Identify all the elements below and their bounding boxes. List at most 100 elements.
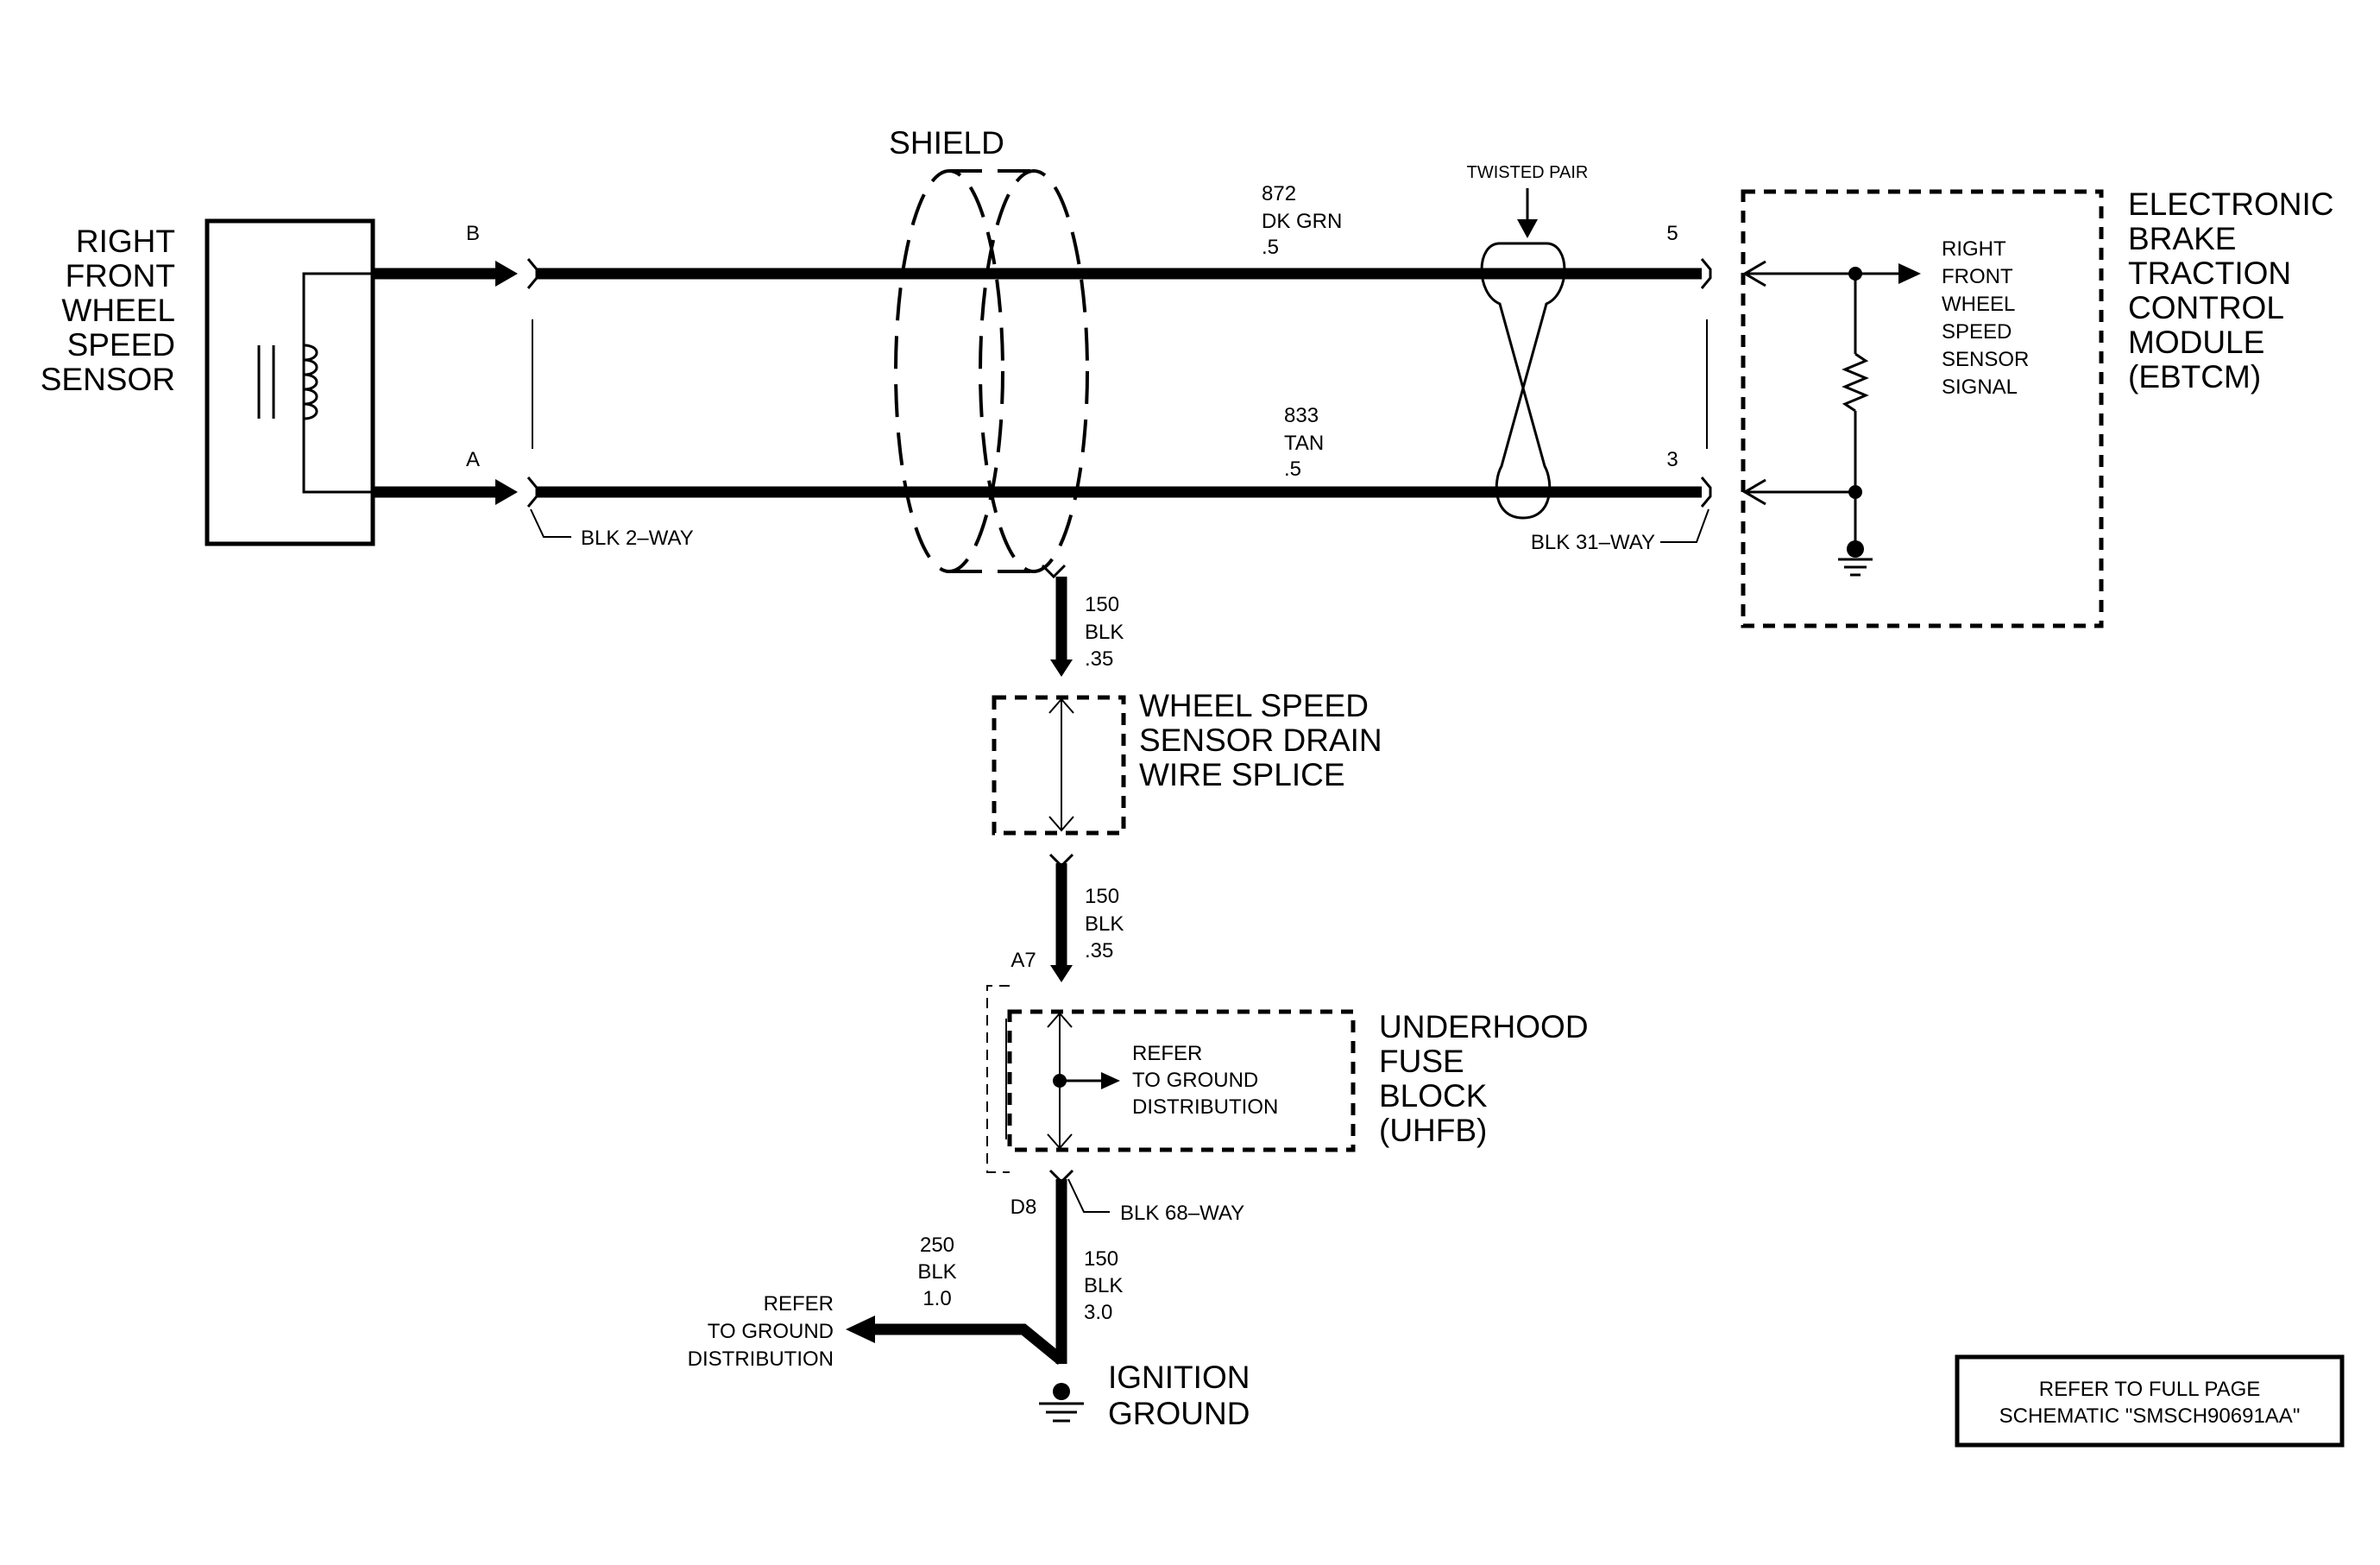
- pin-3-label: 3: [1666, 448, 1678, 471]
- svg-text:BLK: BLK: [1085, 912, 1124, 936]
- ebtcm-label-5: MODULE: [2128, 325, 2264, 360]
- splice-box: [992, 695, 1126, 836]
- pin-5-label: 5: [1666, 222, 1678, 245]
- svg-text:150: 150: [1085, 885, 1119, 908]
- sensor-internal-wiring: [302, 272, 373, 494]
- shield-right-ellipse: [979, 169, 1089, 573]
- svg-text:REFER: REFER: [1132, 1042, 1202, 1065]
- drain-wire-splice: WHEEL SPEED SENSOR DRAIN WIRE SPLICE: [992, 688, 1382, 836]
- svg-text:SENSOR: SENSOR: [1942, 348, 2029, 371]
- branch-arrow-icon: [846, 1316, 875, 1343]
- drain-wire-1: 150 BLK .35: [1041, 564, 1124, 677]
- drain-wire-2: 150 BLK .35: [1048, 853, 1124, 982]
- drain-wire-1-arrow-icon: [1050, 659, 1073, 677]
- main-harness: [537, 268, 1702, 498]
- ground-wire: BLK 68–WAY 150 BLK 3.0: [1048, 1169, 1244, 1364]
- svg-text:872: 872: [1262, 182, 1296, 205]
- uhfb-arrow-down-icon: [1047, 1133, 1073, 1150]
- connector-module-label: BLK 31–WAY: [1531, 531, 1655, 554]
- twisted-pair-icon: [1480, 242, 1566, 520]
- splice-arrow-down-icon: [1048, 816, 1074, 832]
- ground-node: [1053, 1383, 1070, 1400]
- pin-b-label: B: [466, 222, 480, 245]
- shield-label: SHIELD: [889, 125, 1004, 161]
- ebtcm-label-2: BRAKE: [2128, 221, 2236, 256]
- svg-text:BLK: BLK: [917, 1260, 956, 1284]
- resistor-icon: [1842, 352, 1869, 413]
- ground-label-2: GROUND: [1108, 1396, 1250, 1431]
- svg-text:RIGHT: RIGHT: [1942, 237, 2006, 261]
- svg-text:FRONT: FRONT: [1942, 265, 2013, 288]
- sensor-label-1: RIGHT: [76, 224, 175, 259]
- full-page-schematic-note: REFER TO FULL PAGE SCHEMATIC "SMSCH90691…: [1955, 1354, 2345, 1448]
- uhfb-arrow-up-icon: [1047, 1012, 1073, 1028]
- uhfb-label-3: BLOCK: [1379, 1078, 1488, 1114]
- svg-text:TO GROUND: TO GROUND: [1132, 1069, 1258, 1092]
- ebtcm-module: RIGHT FRONT WHEEL SPEED SENSOR SIGNAL EL…: [1741, 186, 2333, 628]
- svg-text:833: 833: [1284, 404, 1319, 427]
- ebtcm-label-4: CONTROL: [2128, 290, 2284, 325]
- uhfb-label-4: (UHFB): [1379, 1113, 1487, 1148]
- splice-label-2: SENSOR DRAIN: [1139, 723, 1382, 758]
- connector-sensor-label: BLK 2–WAY: [581, 527, 694, 550]
- pin-a-arrow-icon: [495, 479, 518, 505]
- shield: SHIELD: [889, 125, 1089, 573]
- uhfb-label-1: UNDERHOOD: [1379, 1009, 1589, 1044]
- svg-text:.5: .5: [1262, 236, 1279, 259]
- uhfb-pin-d8: D8: [1011, 1196, 1037, 1219]
- branch-wire: 250 BLK 1.0 REFER TO GROUND DISTRIBUTION: [688, 1234, 1066, 1371]
- ebtcm-input-5-arrow-icon: [1742, 260, 1766, 287]
- uhfb-pin-a7: A7: [1011, 949, 1036, 972]
- drain-wire-2-arrow-icon: [1050, 965, 1073, 982]
- ground-icon: [1039, 1402, 1084, 1423]
- svg-text:BLK: BLK: [1085, 621, 1124, 644]
- shield-left-ellipse: [894, 169, 1004, 573]
- ebtcm-label-6: (EBTCM): [2128, 359, 2261, 394]
- splice-label-1: WHEEL SPEED: [1139, 688, 1369, 723]
- ebtcm-node-bottom: [1848, 485, 1862, 499]
- svg-text:150: 150: [1084, 1247, 1118, 1271]
- svg-text:150: 150: [1085, 593, 1119, 616]
- sensor-label-3: WHEEL: [61, 293, 175, 328]
- sensor-label-5: SENSOR: [41, 362, 175, 397]
- sensor-label-4: SPEED: [67, 327, 175, 363]
- uhfb-label-2: FUSE: [1379, 1044, 1464, 1079]
- svg-text:REFER: REFER: [764, 1292, 834, 1316]
- ground-label-1: IGNITION: [1108, 1360, 1250, 1395]
- ebtcm-label-3: TRACTION: [2128, 256, 2291, 291]
- note-line-2: SCHEMATIC "SMSCH90691AA": [1999, 1404, 2301, 1428]
- note-line-1: REFER TO FULL PAGE: [2039, 1378, 2261, 1401]
- wire-872-labels: 872 DK GRN .5: [1262, 182, 1342, 259]
- pin-b-arrow-icon: [495, 261, 518, 287]
- connector-blk-2-way: BLK 2–WAY: [526, 258, 694, 550]
- svg-text:250: 250: [920, 1234, 954, 1257]
- svg-text:WHEEL: WHEEL: [1942, 293, 2015, 316]
- note-box: [1955, 1354, 2345, 1448]
- ebtcm-ground-node: [1847, 540, 1864, 558]
- uhfb-box: [1007, 1009, 1356, 1152]
- svg-text:1.0: 1.0: [922, 1287, 951, 1310]
- sensor-leads: B A: [373, 222, 518, 505]
- sensor-label-2: FRONT: [66, 258, 175, 293]
- ebtcm-label-1: ELECTRONIC: [2128, 186, 2333, 222]
- twisted-pair-arrow-icon: [1517, 219, 1538, 238]
- svg-text:BLK: BLK: [1084, 1274, 1123, 1297]
- svg-text:DK GRN: DK GRN: [1262, 210, 1342, 233]
- splice-arrow-up-icon: [1048, 697, 1074, 714]
- ebtcm-box: [1741, 189, 2104, 628]
- ebtcm-ground-icon: [1838, 558, 1873, 577]
- pin-a-label-text: A: [466, 448, 480, 471]
- svg-text:SPEED: SPEED: [1942, 320, 2012, 344]
- ignition-ground: IGNITION GROUND: [1039, 1360, 1250, 1431]
- connector-uhfb-label: BLK 68–WAY: [1120, 1202, 1244, 1225]
- wheel-speed-sensor: RIGHT FRONT WHEEL SPEED SENSOR: [41, 218, 375, 546]
- svg-text:DISTRIBUTION: DISTRIBUTION: [1132, 1095, 1278, 1119]
- twisted-pair-label: TWISTED PAIR: [1467, 163, 1589, 182]
- svg-text:3.0: 3.0: [1084, 1301, 1112, 1324]
- svg-text:SIGNAL: SIGNAL: [1942, 375, 2018, 399]
- sensor-body: [205, 218, 375, 546]
- wire-833-labels: 833 TAN .5: [1284, 404, 1324, 481]
- splice-label-3: WIRE SPLICE: [1139, 757, 1345, 792]
- svg-text:DISTRIBUTION: DISTRIBUTION: [688, 1347, 834, 1371]
